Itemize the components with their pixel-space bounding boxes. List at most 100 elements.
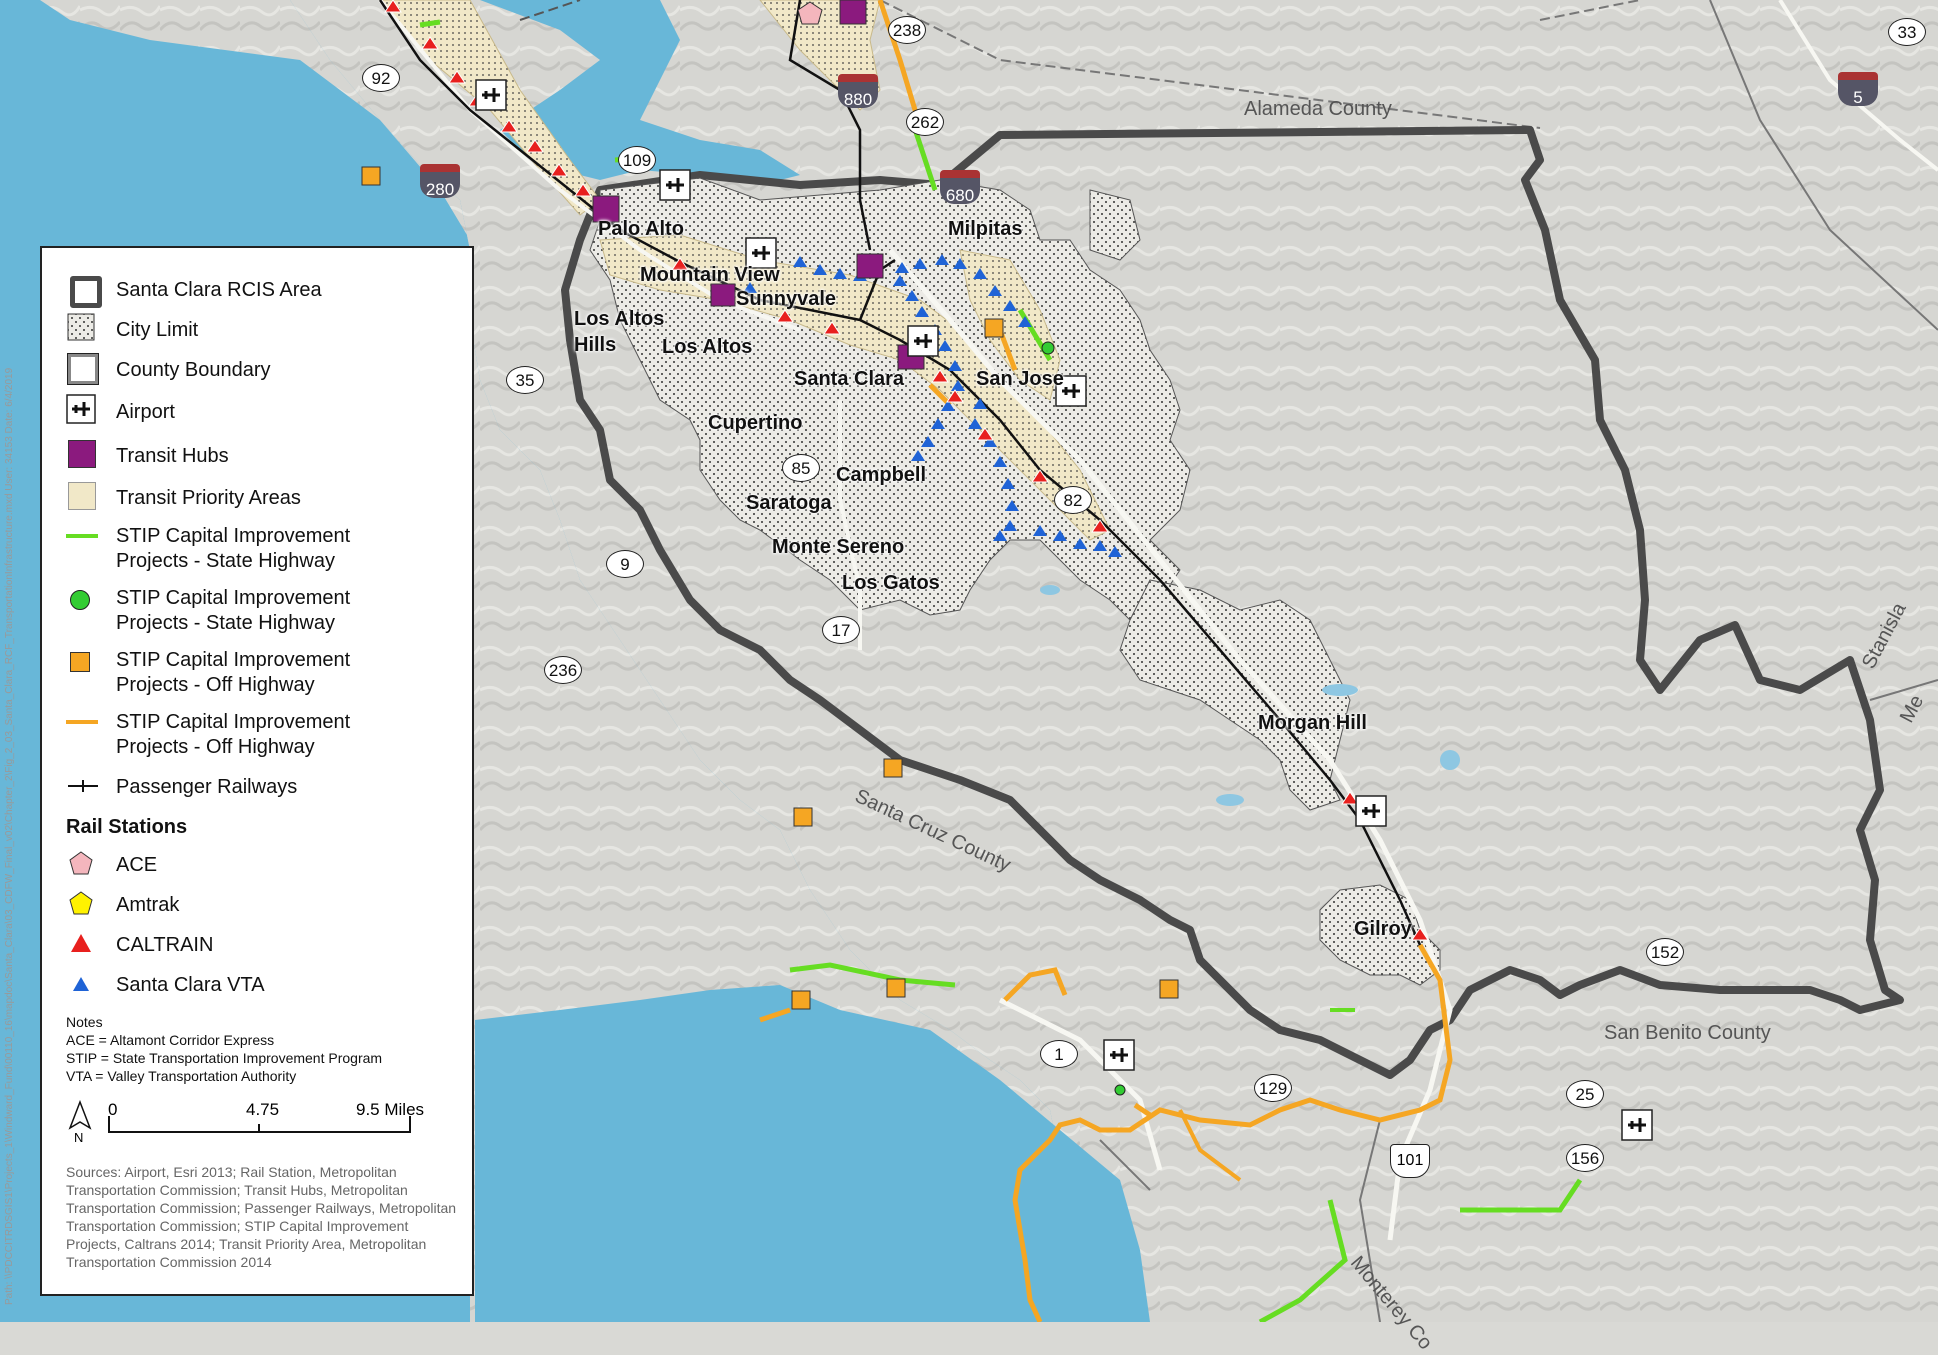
- city-label: Palo Alto: [598, 218, 684, 240]
- rail-stations-heading: Rail Stations: [66, 816, 188, 838]
- lake: [1322, 684, 1358, 696]
- stip-off-highway-line: [1178, 1109, 1242, 1182]
- note-line: ACE = Altamont Corridor Express: [66, 1032, 275, 1048]
- city-label: Campbell: [836, 464, 927, 486]
- lake: [1040, 585, 1060, 595]
- legend-item-railway: Passenger Railways: [66, 772, 297, 808]
- route-shield: 85: [782, 454, 820, 482]
- transit-priority-area: [599, 234, 1111, 541]
- stip-off-highway-line: [1012, 943, 1453, 1322]
- county-boundary-line: [1358, 1119, 1381, 1322]
- note-line: STIP = State Transportation Improvement …: [66, 1050, 383, 1066]
- us-route-shield: 101: [1390, 1144, 1430, 1178]
- north-label: N: [74, 1130, 84, 1145]
- sources-text: Sources: Airport, Esri 2013; Rail Statio…: [66, 1164, 457, 1270]
- legend-item-vta: Santa Clara VTA: [66, 968, 265, 1004]
- route-shield: 82: [1054, 486, 1092, 514]
- legend-item-county-boundary: County Boundary: [66, 352, 271, 388]
- ace-station: [797, 1, 823, 25]
- interstate-shield: 5: [1838, 72, 1878, 107]
- route-shield: 152: [1646, 938, 1684, 966]
- city-label: Milpitas: [948, 218, 1023, 240]
- stip-state-highway-line: [419, 19, 441, 28]
- caltrain-triangle-icon: [66, 928, 102, 964]
- county-label: San Benito County: [1604, 1022, 1771, 1044]
- city-limit-swatch: [66, 312, 102, 348]
- legend-item-stip-off-point: STIP Capital Improvement Projects - Off …: [66, 648, 416, 698]
- route-shield: 156: [1566, 1144, 1604, 1172]
- stip-state-highway-line: [1258, 1199, 1348, 1322]
- route-shield: 1: [1040, 1040, 1078, 1068]
- scale-label: 0: [108, 1100, 118, 1119]
- city-limit-hills: [1089, 189, 1141, 261]
- green-dot-swatch: [66, 586, 102, 622]
- interstate-5: [1778, 0, 1938, 172]
- airport-icons: [475, 79, 1653, 1141]
- city-label: Sunnyvale: [736, 288, 837, 310]
- city-label: Cupertino: [708, 412, 803, 434]
- scale-bar-ruler: [108, 1116, 411, 1133]
- county-boundary-line: [1869, 679, 1938, 701]
- county-boundary-swatch: [66, 352, 102, 388]
- stip-off-highway-points: [361, 166, 1179, 1010]
- scale-bar: N 0 4.75 9.5 Miles: [66, 1100, 466, 1150]
- route-shield: 33: [1888, 18, 1926, 46]
- route-shield: 35: [506, 366, 544, 394]
- notes-title: Notes: [66, 1014, 103, 1030]
- scale-label: 4.75: [246, 1100, 280, 1119]
- ace-pentagon-icon: [66, 848, 102, 884]
- city-label: Saratoga: [746, 492, 832, 514]
- map-file-path: Path: \\PDCCITRDSGIS1\Projects_1\Windwar…: [4, 367, 15, 1305]
- county-boundary-line: [879, 0, 1541, 129]
- city-label: Los Altos Hills: [574, 308, 665, 356]
- city-label: Monte Sereno: [772, 536, 905, 558]
- city-label: Santa Clara: [794, 368, 905, 390]
- lake: [1440, 750, 1460, 770]
- county-boundary-line: [1709, 0, 1938, 331]
- amtrak-pentagon-icon: [66, 888, 102, 924]
- stip-state-highway-line: [789, 962, 956, 988]
- legend-item-transit-hubs: Transit Hubs: [66, 438, 229, 474]
- railway-swatch: [66, 772, 102, 808]
- monterey-bay: [475, 985, 1150, 1322]
- interstate-shield: 280: [420, 164, 460, 199]
- highway-17: [838, 400, 862, 650]
- route-shield: 129: [1254, 1074, 1292, 1102]
- route-shield: 17: [822, 616, 860, 644]
- route-shield: 109: [618, 146, 656, 174]
- route-shield: 9: [606, 550, 644, 578]
- county-boundary-line: [1539, 0, 1641, 21]
- stip-state-highway-point: [1041, 341, 1055, 355]
- scale-label: 9.5 Miles: [356, 1100, 425, 1119]
- legend-item-ace: ACE: [66, 848, 157, 884]
- transit-hub-swatch: [66, 438, 102, 474]
- transit-priority-area: [959, 249, 1061, 401]
- legend-item-stip-off-line: STIP Capital Improvement Projects - Off …: [66, 710, 416, 760]
- north-arrow-icon: [68, 1100, 92, 1130]
- city-label: Gilroy: [1354, 918, 1412, 940]
- city-limit-morgan-hill: [1119, 579, 1351, 811]
- orange-line-swatch: [66, 710, 102, 746]
- county-label: Alameda County: [1244, 98, 1392, 120]
- legend-item-airport: Airport: [66, 394, 175, 430]
- transit-priority-swatch: [66, 480, 102, 516]
- city-label: San Jose: [976, 368, 1064, 390]
- stip-state-highway-line: [1460, 1178, 1583, 1213]
- route-shield: 25: [1566, 1080, 1604, 1108]
- caltrain-stations: [384, 0, 1429, 941]
- rcis-area-swatch: [66, 272, 102, 308]
- lake: [1216, 794, 1244, 806]
- san-francisco-bay: [480, 0, 800, 185]
- airport-icon: [66, 394, 102, 430]
- legend-item-city-limit: City Limit: [66, 312, 198, 348]
- map-legend: Santa Clara RCIS Area City Limit County …: [40, 246, 474, 1296]
- city-label: Los Gatos: [842, 572, 940, 594]
- legend-item-amtrak: Amtrak: [66, 888, 179, 924]
- highway-101: [888, 248, 1453, 1241]
- interstate-shield: 880: [838, 74, 878, 109]
- vta-triangle-icon: [66, 968, 102, 1004]
- route-shield: 92: [362, 64, 400, 92]
- note-line: VTA = Valley Transportation Authority: [66, 1068, 297, 1084]
- stip-off-highway-line: [1003, 967, 1068, 1002]
